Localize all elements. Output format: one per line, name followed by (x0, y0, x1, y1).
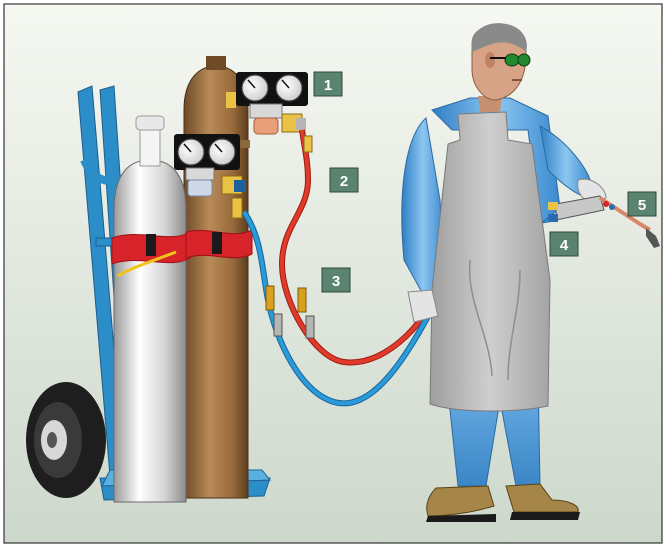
callout-label: 3 (332, 273, 340, 290)
callout-5: 5 (628, 192, 656, 216)
callout-1: 1 (314, 72, 342, 96)
cart-wheel (26, 382, 106, 498)
callout-label: 1 (324, 77, 332, 94)
callout-label: 5 (638, 197, 646, 214)
callout-label: 4 (560, 237, 569, 254)
oxygen-cylinder (114, 116, 186, 502)
callout-4: 4 (550, 232, 578, 256)
fuel-gas-cylinder (184, 56, 250, 498)
callout-2: 2 (330, 168, 358, 192)
callout-3: 3 (322, 268, 350, 292)
callout-label: 2 (340, 173, 348, 190)
